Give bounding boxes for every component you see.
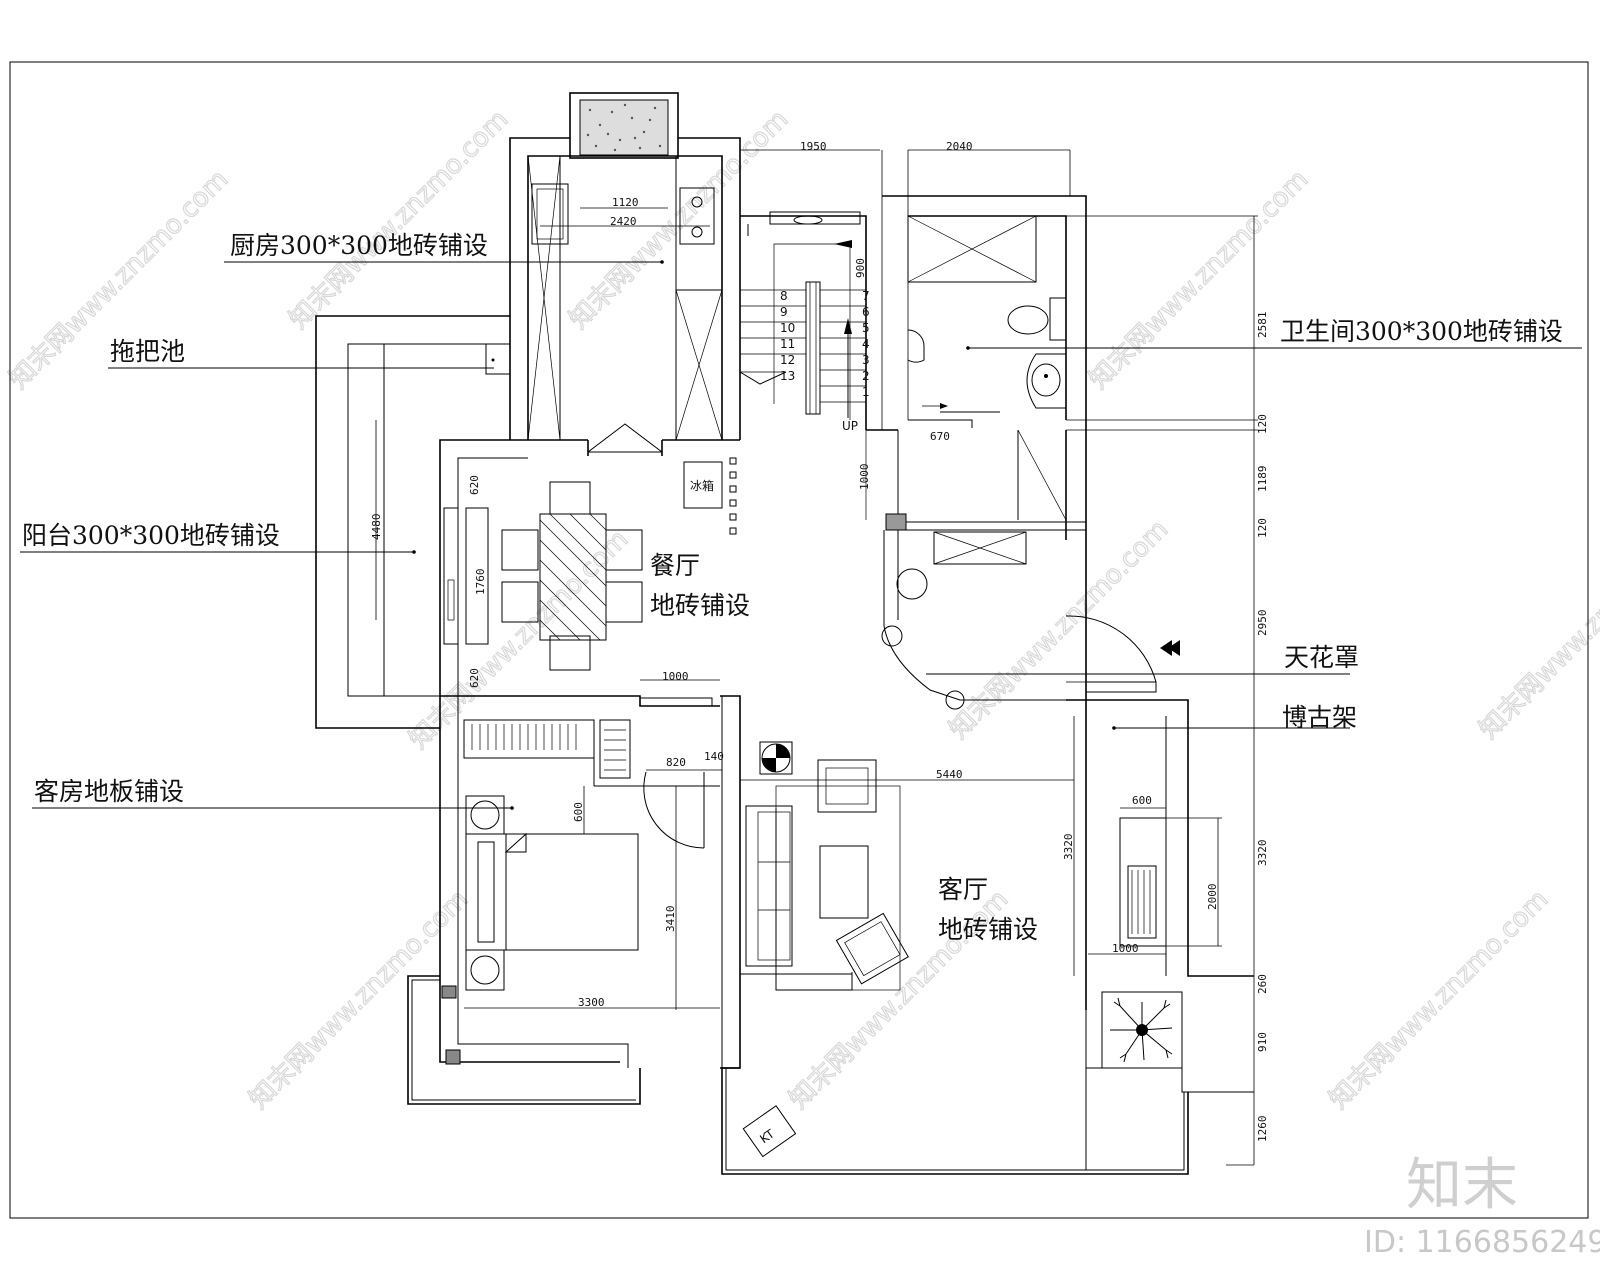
- living-room: 5440 客厅 地砖铺设 3320 600: [721, 699, 1254, 1175]
- dim-stair-run: 1950: [800, 140, 827, 153]
- stair-step-number: 11: [780, 337, 795, 351]
- id-watermark: ID: 1166856249: [1364, 1225, 1600, 1260]
- stair-step-number: 5: [862, 321, 870, 335]
- callout-balcony: 阳台300*300地砖铺设: [22, 521, 280, 550]
- guest-room: 1000 820 140: [407, 670, 741, 1105]
- callouts: 厨房300*300地砖铺设 拖把池 阳台300*300地砖铺设 客房地板铺设 卫…: [20, 231, 1582, 810]
- watermark-text: 知末网www.znzmo.com: [1084, 164, 1315, 395]
- dim-right-3320: 3320: [1256, 840, 1269, 867]
- stair-step-number: 2: [862, 369, 870, 383]
- dim-bath-width: 2040: [946, 140, 973, 153]
- dim-side-620b: 620: [468, 668, 481, 688]
- dim-wall-120b: 120: [1256, 518, 1269, 538]
- dining-room-sub: 地砖铺设: [650, 591, 750, 620]
- dim-2950: 2950: [1256, 610, 1269, 637]
- dim-living-5440: 5440: [936, 768, 963, 781]
- dining-room-label: 餐厅: [650, 551, 700, 580]
- dining-area: 620 1760 620 餐厅 地砖铺设: [439, 439, 750, 1000]
- dim-guest-door-1000: 1000: [662, 670, 689, 683]
- callout-guest-room: 客房地板铺设: [34, 777, 184, 806]
- callout-kitchen: 厨房300*300地砖铺设: [230, 231, 488, 260]
- living-room-sub: 地砖铺设: [938, 915, 1038, 944]
- dim-balcony-4480: 4480: [370, 514, 383, 541]
- stair-step-number: 13: [780, 369, 795, 383]
- dim-stair-900: 900: [854, 258, 867, 278]
- dim-kitchen-width: 2420: [610, 215, 637, 228]
- stair-step-numbers: 7 6 5 4 3 2 1 8 9 10 11 12 13: [780, 289, 870, 399]
- brand-watermark: 知末: [1406, 1153, 1518, 1218]
- drawing-frame: [9, 61, 1589, 1219]
- dim-door-670: 670: [930, 430, 950, 443]
- dim-tv-1000: 1000: [1112, 942, 1139, 955]
- dim-bed-600: 600: [572, 802, 585, 822]
- dim-living-3320: 3320: [1062, 834, 1075, 861]
- callout-ceiling-light: 天花罩: [1284, 643, 1359, 672]
- stair-step-number: 10: [780, 321, 795, 335]
- dim-1260: 1260: [1256, 1116, 1269, 1143]
- bathroom: 2040 670 2581 120 1189 120 2950 3320: [858, 140, 1269, 1165]
- ac-label: KT: [757, 1126, 777, 1146]
- watermark-text: 知末网www.znzmo.com: [1324, 884, 1555, 1115]
- dim-820: 820: [666, 756, 686, 769]
- stair-step-number: 1: [862, 385, 870, 399]
- dim-tv-600: 600: [1132, 794, 1152, 807]
- watermark-text: 知末网www.znzmo.com: [284, 104, 515, 335]
- stair-step-number: 4: [862, 337, 870, 351]
- callout-mop-sink: 拖把池: [110, 337, 185, 366]
- callout-display-shelf: 博古架: [1282, 703, 1357, 732]
- stair-step-number: 12: [780, 353, 795, 367]
- dim-260: 260: [1256, 974, 1269, 994]
- stair-step-number: 7: [862, 289, 870, 303]
- dim-140: 140: [704, 750, 724, 763]
- dim-side-620a: 620: [468, 475, 481, 495]
- living-room-label: 客厅: [938, 875, 988, 904]
- stair-step-number: 6: [862, 305, 870, 319]
- dim-910: 910: [1256, 1032, 1269, 1052]
- dim-guest-3300: 3300: [578, 996, 605, 1009]
- callout-bathroom: 卫生间300*300地砖铺设: [1280, 317, 1563, 346]
- dim-tv-2000: 2000: [1206, 884, 1219, 911]
- stair-up-label: UP: [842, 419, 858, 433]
- dim-wall-120a: 120: [1256, 414, 1269, 434]
- dim-bath-height: 2581: [1256, 312, 1269, 339]
- dim-door-1000: 1000: [858, 464, 871, 491]
- stair: 1950 900 7 6 5 4 3 2: [739, 140, 880, 433]
- stair-step-number: 8: [780, 289, 788, 303]
- watermark-text: 知末网www.znzmo.com: [1474, 514, 1600, 745]
- watermark-text: 知末网www.znzmo.com: [944, 514, 1175, 745]
- stair-step-number: 3: [862, 353, 870, 367]
- dim-guest-3410: 3410: [664, 906, 677, 933]
- stair-step-number: 9: [780, 305, 788, 319]
- fridge-label: 冰箱: [690, 478, 714, 493]
- dim-kitchen-inner: 1120: [612, 196, 639, 209]
- kitchen: 1120 2420 冰箱: [509, 92, 741, 535]
- dim-table-1760: 1760: [474, 569, 487, 596]
- balcony: 4480: [315, 315, 511, 729]
- dim-corridor: 1189: [1256, 466, 1269, 493]
